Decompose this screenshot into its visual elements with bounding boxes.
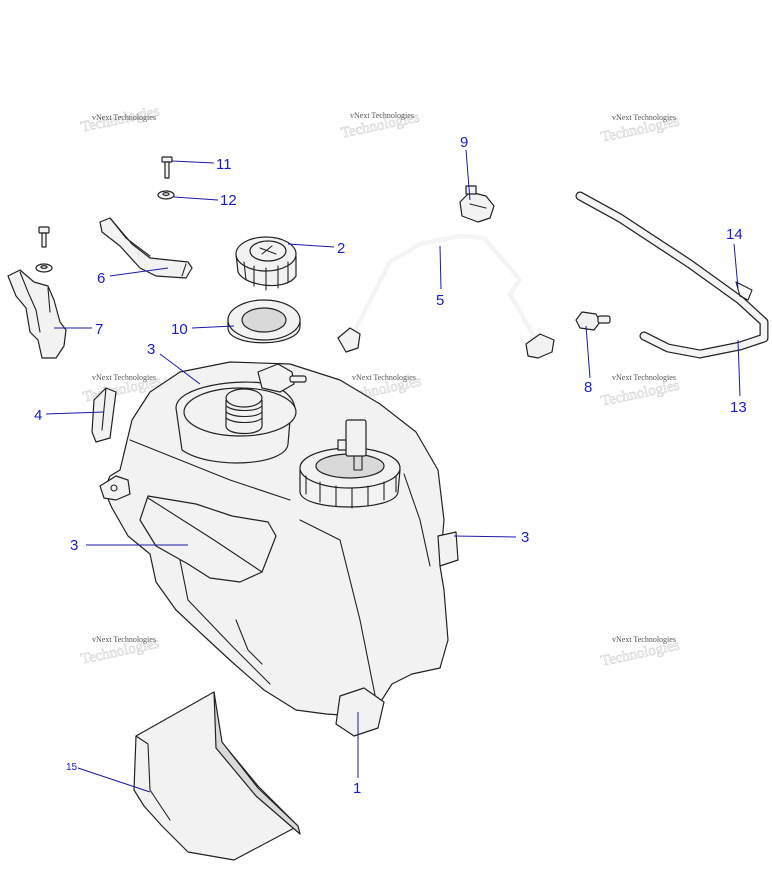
watermark: vNext Technologies [612, 113, 676, 122]
watermark: vNext Technologies [92, 635, 156, 644]
watermark: vNext Technologies [92, 373, 156, 382]
callout-13: 13 [730, 399, 747, 416]
watermark: vNext Technologies [350, 111, 414, 120]
callout-10: 10 [171, 321, 188, 338]
callout-3: 3 [70, 537, 78, 554]
vent-valve-part [459, 185, 495, 223]
vent-hose-part [337, 233, 555, 359]
callout-3: 3 [147, 341, 155, 358]
watermark: vNext Technologies [92, 113, 156, 122]
callout-4: 4 [34, 407, 42, 424]
washer-part [157, 190, 175, 200]
elbow-fitting-part [575, 311, 611, 331]
svg-text:Technologies: Technologies [600, 377, 682, 409]
leader-lines [45, 149, 741, 793]
callout-12: 12 [220, 192, 237, 209]
seal-ring-part [227, 299, 301, 344]
mount-bracket-part [7, 269, 67, 359]
callout-11: 11 [216, 156, 232, 173]
callout-9: 9 [460, 134, 468, 151]
fuel-hose-part [575, 191, 769, 359]
callout-1: 1 [353, 780, 361, 797]
bolt-part [161, 156, 173, 179]
heat-shield-part [133, 691, 301, 861]
callout-6: 6 [97, 270, 105, 287]
pad-part [91, 387, 117, 443]
washer-part [35, 263, 53, 273]
callout-2: 2 [337, 240, 345, 257]
watermark: vNext Technologies [612, 373, 676, 382]
callout-15: 15 [66, 762, 78, 773]
bolt-part [38, 226, 50, 248]
bracket-part [99, 217, 193, 279]
fuel-tank-part [99, 361, 459, 737]
callout-5: 5 [436, 292, 444, 309]
callout-14: 14 [726, 226, 743, 243]
callout-7: 7 [95, 321, 103, 338]
callout-labels: 1 2 3 3 3 4 5 6 7 8 9 10 11 12 13 14 15 [34, 134, 747, 797]
watermark: vNext Technologies [352, 373, 416, 382]
watermark: vNext Technologies [612, 635, 676, 644]
callout-8: 8 [584, 379, 592, 396]
callout-3: 3 [521, 529, 529, 546]
fuel-cap-part [235, 236, 297, 291]
